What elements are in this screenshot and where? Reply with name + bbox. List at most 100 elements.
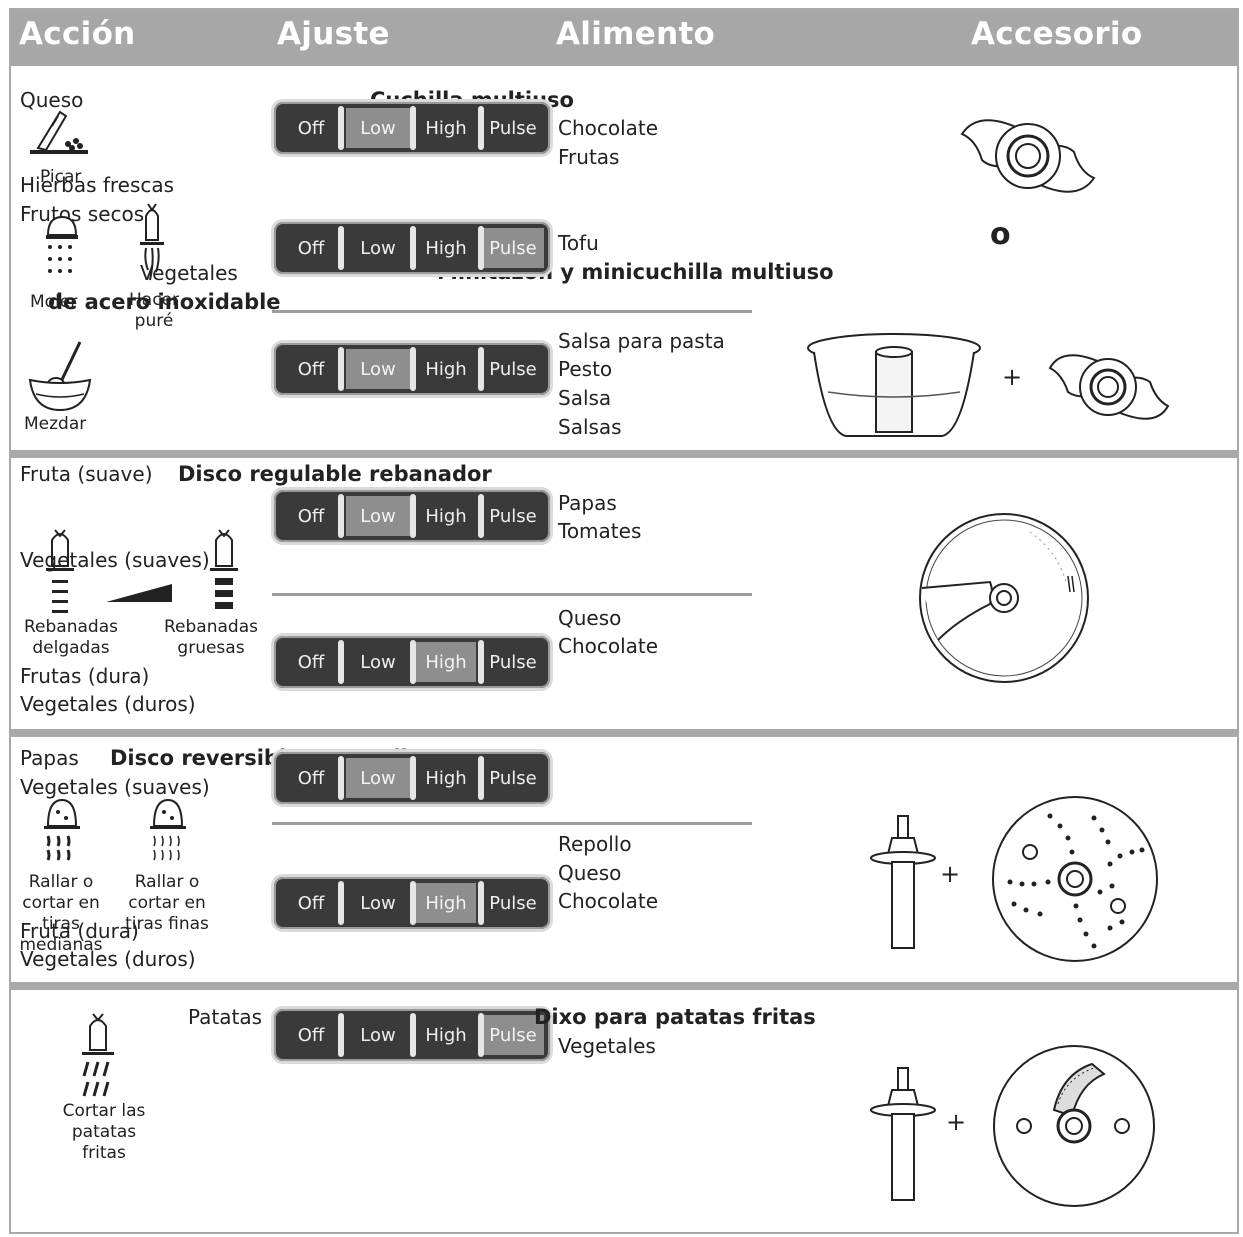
food-item: Chocolate <box>558 634 659 658</box>
or-text: o <box>990 217 1011 252</box>
food-label: Fruta (suave) <box>20 462 153 486</box>
pulse-button: Pulse <box>489 358 537 380</box>
off-button: Off <box>297 505 325 527</box>
slicing-disc-icon <box>919 513 1089 683</box>
food-item: Queso <box>558 606 622 630</box>
high-button: High <box>416 642 476 682</box>
table-frame <box>9 8 1239 1234</box>
food-label: Frutas (dura) <box>20 664 150 688</box>
panel-separator <box>410 226 416 270</box>
high-button: High <box>425 505 467 527</box>
row-separator <box>272 593 752 596</box>
food-label: Vegetales (suaves) <box>20 548 210 572</box>
food-item: Salsas <box>558 415 622 439</box>
panel-separator <box>338 1013 344 1057</box>
panel-separator <box>410 1013 416 1057</box>
food-label: Queso <box>20 88 84 112</box>
food-label: Vegetales (duros) <box>20 692 196 716</box>
speed-panel: Off Low High Pulse <box>274 343 550 395</box>
fry-cut-icon <box>82 1013 114 1097</box>
food-label: Vegetales <box>140 261 238 285</box>
shredding-disc-icon <box>992 796 1158 962</box>
thick-slice-icon <box>210 529 238 609</box>
plus-sign: + <box>940 860 961 888</box>
header-ajuste: Ajuste <box>277 16 390 52</box>
action-label: Rebanadas gruesas <box>164 617 258 658</box>
pulse-button: Pulse <box>482 228 544 268</box>
food-item: Chocolate <box>558 889 659 913</box>
food-item: Papas <box>558 491 617 515</box>
thickness-wedge-icon <box>106 584 172 602</box>
high-button: High <box>425 117 467 139</box>
chop-icon <box>30 110 88 154</box>
panel-separator <box>478 494 484 538</box>
low-button: Low <box>360 237 396 259</box>
panel-separator <box>410 756 416 800</box>
off-button: Off <box>297 892 325 914</box>
table-header <box>9 8 1239 66</box>
food-label: Fruta (dura) <box>20 919 139 943</box>
accessory-title: Disco regulable rebanador <box>178 462 492 486</box>
food-label: Frutos secos <box>20 202 145 226</box>
grind-icon <box>46 215 78 273</box>
off-button: Off <box>297 1024 325 1046</box>
row-separator <box>272 822 752 825</box>
panel-separator <box>338 226 344 270</box>
panel-separator <box>410 494 416 538</box>
panel-separator <box>410 106 416 150</box>
panel-separator <box>410 640 416 684</box>
action-label: Mezdar <box>24 414 87 434</box>
high-button: High <box>425 358 467 380</box>
low-button: Low <box>360 1024 396 1046</box>
action-label: Hacer puré <box>129 290 179 331</box>
food-item: Chocolate <box>558 116 659 140</box>
food-item: Tofu <box>558 231 599 255</box>
low-button: Low <box>360 892 396 914</box>
mini-blade-icon <box>1048 354 1170 420</box>
header-alimento: Alimento <box>556 16 716 52</box>
off-button: Off <box>297 358 325 380</box>
food-item: Tomates <box>558 519 642 543</box>
panel-separator <box>410 881 416 925</box>
action-label: Rallar o cortar en tiras finas <box>125 872 209 934</box>
panel-separator <box>338 347 344 391</box>
low-button: Low <box>346 349 410 389</box>
food-item: Frutas <box>558 145 620 169</box>
low-button: Low <box>346 108 410 148</box>
disc-stem-icon <box>870 1067 936 1201</box>
french-fry-disc-icon <box>993 1045 1155 1207</box>
shred-medium-icon <box>44 798 80 861</box>
food-label: Patatas <box>188 1005 263 1029</box>
section-divider <box>9 450 1239 458</box>
action-label: Cortar las patatas fritas <box>62 1101 146 1163</box>
action-label: Picar <box>40 167 82 187</box>
section-divider <box>9 982 1239 990</box>
food-label: Papas <box>20 746 79 770</box>
disc-stem-icon <box>870 815 936 949</box>
panel-separator <box>478 640 484 684</box>
food-label: Vegetales (suaves) <box>20 775 210 799</box>
panel-separator <box>478 1013 484 1057</box>
low-button: Low <box>360 651 396 673</box>
mini-bowl-icon <box>807 333 981 437</box>
panel-separator <box>338 640 344 684</box>
high-button: High <box>425 767 467 789</box>
action-label: Rallar o cortar en tiras medianas <box>19 872 103 955</box>
accessory-title: Dixo para patatas fritas <box>534 1005 816 1029</box>
row-separator <box>272 310 752 313</box>
mix-icon <box>28 341 92 412</box>
action-label: Moler <box>30 292 78 312</box>
header-accesorio: Accesorio <box>971 16 1143 52</box>
food-item: Queso <box>558 861 622 885</box>
accessory-title: de acero inoxidable <box>48 290 281 314</box>
panel-separator <box>478 226 484 270</box>
low-button: Low <box>346 758 410 798</box>
panel-separator <box>338 106 344 150</box>
panel-separator <box>478 106 484 150</box>
panel-separator <box>338 494 344 538</box>
off-button: Off <box>297 651 325 673</box>
